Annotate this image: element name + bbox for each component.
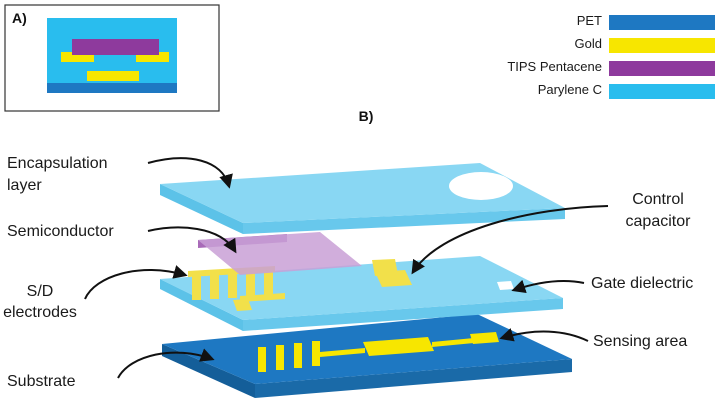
cross-section-pet — [47, 83, 177, 93]
legend-swatch-gold — [609, 38, 715, 53]
substrate-finger — [294, 343, 302, 368]
substrate-trace-right — [432, 338, 474, 347]
encapsulation-sensing-opening — [449, 172, 513, 200]
substrate-front-edge — [255, 359, 572, 398]
legend: PET Gold TIPS Pentacene Parylene C — [507, 13, 715, 99]
legend-swatch-parylene-c — [609, 84, 715, 99]
dielectric-left-edge — [160, 279, 243, 331]
arrow-sensing-area — [499, 328, 589, 342]
legend-label-gold: Gold — [575, 36, 602, 51]
legend-label-parylene-c: Parylene C — [538, 82, 602, 97]
arrow-substrate — [117, 348, 215, 379]
legend-swatch-tips-pentacene — [609, 61, 715, 76]
arrow-gate-dielectric — [511, 279, 585, 294]
semiconductor-top — [198, 232, 362, 275]
dielectric-layer — [160, 256, 563, 331]
sd-finger — [246, 272, 255, 297]
semiconductor-layer — [198, 232, 362, 275]
sd-finger — [192, 275, 201, 300]
label-encapsulation-line2: layer — [7, 177, 42, 194]
dielectric-via-hole — [497, 281, 514, 290]
arrows — [84, 157, 609, 379]
sd-trace — [240, 293, 285, 302]
panel-a-label: A) — [12, 10, 27, 26]
label-sd-line2: electrodes — [3, 304, 77, 321]
panel-b-label: B) — [359, 108, 374, 124]
substrate-layer — [162, 314, 572, 398]
legend-label-pet: PET — [577, 13, 602, 28]
label-semiconductor: Semiconductor — [7, 223, 114, 240]
arrow-encapsulation — [147, 157, 233, 189]
sd-pad — [233, 299, 252, 311]
labels: Encapsulation layer Semiconductor S/D el… — [3, 155, 693, 390]
substrate-left-edge — [162, 344, 255, 398]
arrow-sd-electrodes — [84, 265, 188, 300]
sd-electrodes — [188, 259, 412, 311]
substrate-finger — [258, 347, 266, 372]
encapsulation-left-edge — [160, 184, 243, 234]
dielectric-front-edge — [243, 298, 563, 331]
panel-a: A) — [4, 4, 220, 112]
label-sd-line1: S/D — [27, 283, 54, 300]
legend-swatch-pet — [609, 15, 715, 30]
substrate-gold-electrodes — [258, 332, 499, 372]
cross-section-gate-gold — [87, 71, 139, 81]
label-encapsulation-line1: Encapsulation — [7, 155, 108, 172]
substrate-finger — [312, 341, 320, 366]
substrate-trace — [320, 348, 365, 357]
sd-finger — [210, 274, 219, 299]
encapsulation-layer — [160, 163, 565, 234]
substrate-finger — [276, 345, 284, 370]
substrate-sensing-pad — [470, 332, 499, 344]
substrate-gate-pad — [363, 337, 434, 356]
control-capacitor-pad — [375, 270, 412, 287]
label-control-line2: capacitor — [626, 213, 692, 230]
label-control-line1: Control — [632, 191, 684, 208]
arrow-semiconductor — [147, 226, 237, 254]
cross-section-pentacene — [72, 39, 159, 55]
arrow-control-capacitor — [411, 205, 609, 275]
encapsulation-front-edge — [243, 208, 565, 234]
sd-finger — [228, 273, 237, 298]
sd-finger — [264, 271, 273, 296]
label-sensing-area: Sensing area — [593, 333, 687, 350]
cross-section-drain-gold — [136, 52, 169, 62]
label-gate-dielectric: Gate dielectric — [591, 275, 693, 292]
cross-section-source-gold — [61, 52, 94, 62]
label-substrate: Substrate — [7, 373, 76, 390]
legend-label-tips-pentacene: TIPS Pentacene — [507, 59, 602, 74]
